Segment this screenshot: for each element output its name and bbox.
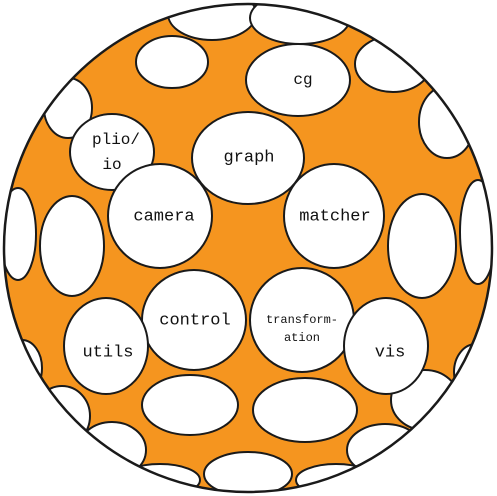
module-camera[interactable]: camera: [107, 163, 213, 269]
cell-bottom-left-1: [33, 385, 91, 447]
cell-right-lower-rim: [453, 343, 492, 401]
module-cg-label: cg: [293, 71, 312, 89]
cell-bottom-mid-left: [141, 374, 239, 436]
module-control-label: control: [159, 312, 230, 331]
module-matcher[interactable]: matcher: [283, 163, 385, 269]
module-plio-io-label-line2: io: [102, 156, 121, 174]
cell-bottom-left-edge: [119, 463, 201, 492]
module-plio-io-label-line1: plio/: [92, 131, 140, 149]
cell-upper-right-corner: [418, 85, 476, 159]
module-matcher-label: matcher: [299, 208, 370, 227]
cell-left-rim-mid: [39, 195, 105, 297]
cell-left-rim-upper: [4, 187, 37, 281]
module-utils-label: utils: [82, 344, 133, 363]
module-transformation[interactable]: transform- ation: [249, 267, 355, 373]
cell-upper-left-rim: [135, 35, 209, 89]
module-graph[interactable]: graph: [191, 111, 305, 205]
module-utils[interactable]: utils: [63, 297, 149, 395]
module-vis-label: vis: [375, 344, 406, 363]
cell-bottom-center: [203, 451, 293, 492]
cell-top-right: [249, 4, 351, 45]
module-camera-label: camera: [133, 208, 194, 227]
module-transformation-label-line2: ation: [284, 331, 320, 345]
cell-right-rim-upper: [459, 179, 492, 285]
module-transformation-label-line1: transform-: [266, 313, 338, 327]
cell-upper-right-rim: [354, 35, 432, 93]
module-control[interactable]: control: [141, 269, 247, 371]
module-graph-label: graph: [223, 149, 274, 168]
module-cg[interactable]: cg: [245, 43, 351, 117]
cell-right-rim-mid: [387, 193, 457, 299]
cell-bottom-right-edge: [295, 463, 377, 492]
module-vis[interactable]: vis: [343, 297, 429, 395]
cell-bottom-mid-right: [252, 377, 358, 443]
